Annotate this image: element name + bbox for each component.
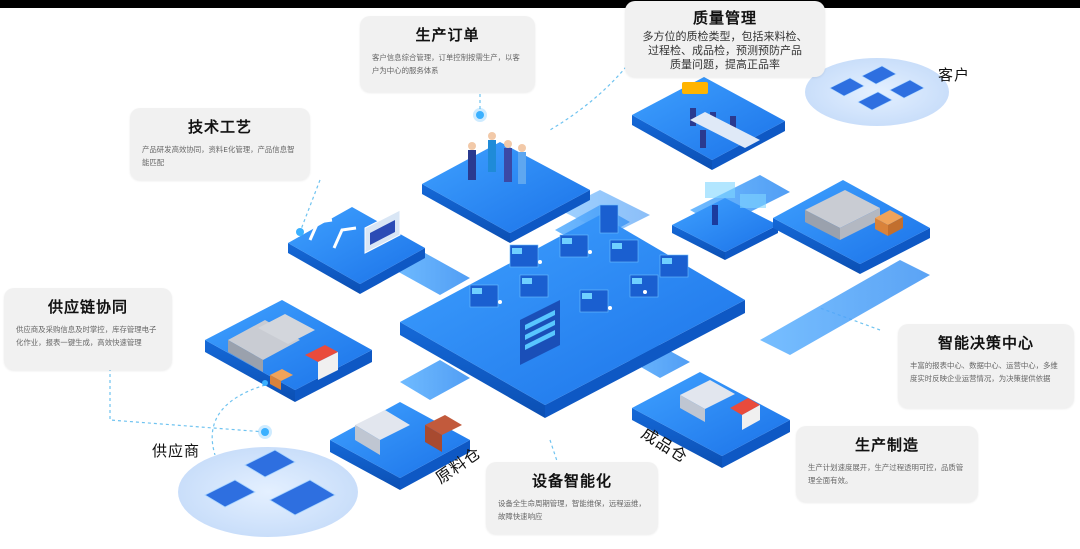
finished-warehouse-platform — [632, 372, 790, 468]
customer-warehouse-platform — [773, 180, 930, 274]
quality-card: 质量管理 多方位的质检类型，包括来料检、 过程检、成品检，预测预防产品 质量问题… — [625, 1, 825, 77]
equipment-title: 设备智能化 — [498, 470, 646, 491]
production-order-title: 生产订单 — [372, 24, 523, 45]
production-order-card: 生产订单 客户信息综合管理，订单控制按需生产，以客户为中心的服务体系 — [360, 16, 535, 92]
smart-decision-title: 智能决策中心 — [910, 332, 1062, 353]
supplier-label: 供应商 — [152, 440, 200, 461]
supply-chain-title: 供应链协同 — [16, 296, 160, 317]
supply-chain-desc: 供应商及采购信息及时掌控，库存管理电子化作业，报表一键生成，高效快速管理 — [16, 323, 160, 349]
customer-cluster — [805, 58, 949, 126]
manufacturing-card: 生产制造 生产计划速度展开，生产过程透明可控，品质管理全面有效。 — [796, 426, 978, 502]
manufacturing-desc: 生产计划速度展开，生产过程透明可控，品质管理全面有效。 — [808, 461, 966, 487]
equipment-card: 设备智能化 设备全生命周期管理，智能维保，远程运维，故障快速响应 — [486, 462, 658, 534]
quality-title: 质量管理 — [637, 7, 813, 28]
supply-chain-card: 供应链协同 供应商及采购信息及时掌控，库存管理电子化作业，报表一键生成，高效快速… — [4, 288, 172, 370]
supply-chain-platform — [205, 300, 372, 402]
equipment-desc: 设备全生命周期管理，智能维保，远程运维，故障快速响应 — [498, 497, 646, 523]
tech-process-title: 技术工艺 — [142, 116, 298, 137]
customer-label: 客户 — [938, 64, 970, 85]
tech-process-card: 技术工艺 产品研发高效协同，资料E化管理，产品信息智能匹配 — [130, 108, 310, 180]
supplier-cluster — [178, 447, 358, 537]
smart-decision-desc: 丰富的报表中心、数据中心、运营中心，多维度实时反映企业运营情况，为决策提供依据 — [910, 359, 1062, 385]
smart-decision-card: 智能决策中心 丰富的报表中心、数据中心、运营中心，多维度实时反映企业运营情况，为… — [898, 324, 1074, 408]
quality-platform — [632, 77, 785, 170]
quality-desc-line-3: 质量问题，提高正品率 — [637, 58, 813, 72]
quality-desc-line-1: 多方位的质检类型，包括来料检、 — [637, 30, 813, 44]
quality-desc-line-2: 过程检、成品检，预测预防产品 — [637, 44, 813, 58]
tech-process-platform — [288, 207, 425, 294]
manufacturing-title: 生产制造 — [808, 434, 966, 455]
production-order-desc: 客户信息综合管理，订单控制按需生产，以客户为中心的服务体系 — [372, 51, 523, 77]
tech-process-desc: 产品研发高效协同，资料E化管理，产品信息智能匹配 — [142, 143, 298, 169]
